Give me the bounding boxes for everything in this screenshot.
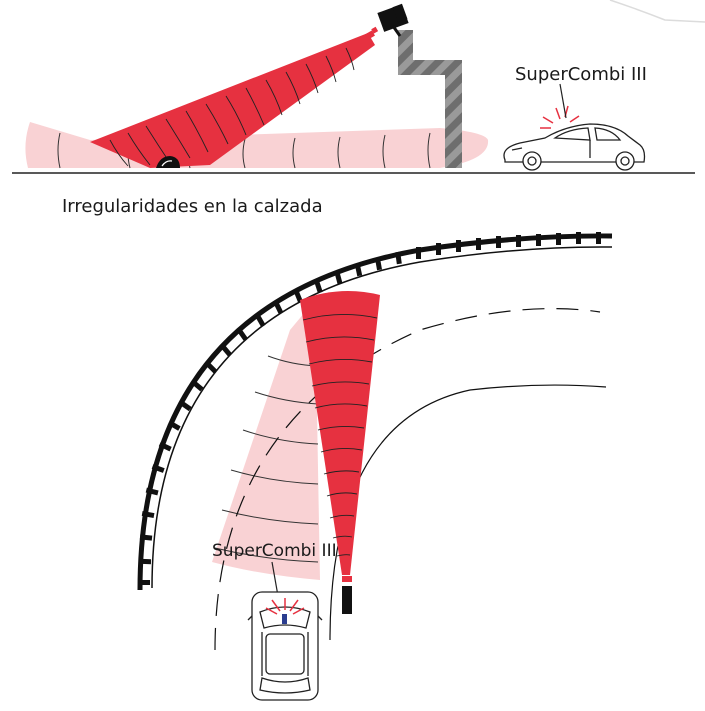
car-top-sensor-mark xyxy=(282,614,287,624)
car-side-icon xyxy=(503,123,646,171)
sensor-body xyxy=(342,586,352,614)
pink-beam-bottom-waves xyxy=(214,355,319,563)
top-scene: SuperCombi III xyxy=(12,3,695,174)
beam-top-tip xyxy=(365,30,375,40)
guardrail-posts xyxy=(138,232,601,585)
road-dashed-line xyxy=(214,307,601,651)
road-outer-curve xyxy=(137,233,613,591)
car-top-icon xyxy=(247,591,323,701)
bottom-scene: SuperCombi III xyxy=(137,232,613,701)
device-bottom-label: SuperCombi III xyxy=(212,541,337,561)
mount-pole xyxy=(398,30,462,168)
beam-top-tip-2 xyxy=(371,26,379,34)
red-beam-top xyxy=(90,33,375,168)
car-top-signal-marks xyxy=(265,598,305,615)
red-beam-bottom-waves xyxy=(302,313,378,557)
camera-icon xyxy=(377,3,409,37)
car-signal-marks xyxy=(540,105,580,129)
device-top-pointer xyxy=(559,83,567,119)
road-inner-curve xyxy=(329,384,607,641)
red-beam-top-waves xyxy=(109,47,355,167)
sensor-red-tip xyxy=(342,576,352,582)
corner-decoration xyxy=(609,0,705,23)
caption-text: Irregularidades en la calzada xyxy=(62,196,323,217)
device-top-label: SuperCombi III xyxy=(515,64,647,85)
device-bottom-pointer xyxy=(271,561,279,597)
guardrail-inner-line xyxy=(151,246,613,589)
